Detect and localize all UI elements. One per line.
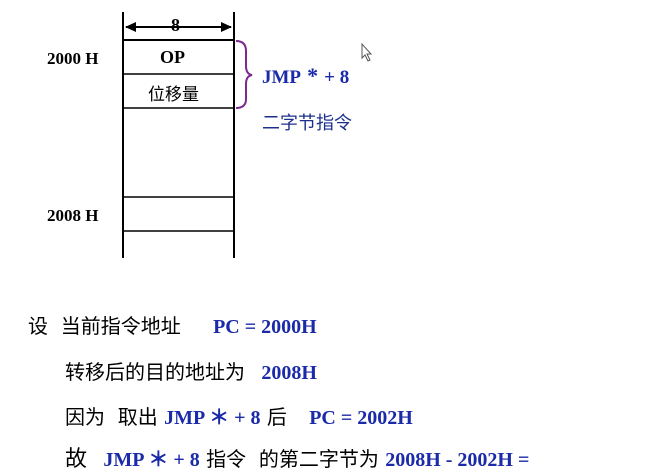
line2-value: 2008H (261, 362, 317, 384)
line3-text-b: 后 (266, 405, 287, 429)
line4-value-a: JMP ＊ + 8 (103, 449, 200, 471)
op-cell: OP (160, 47, 185, 67)
line4-text-a: 故 (65, 447, 88, 472)
line1-value: PC = 2000H (213, 316, 317, 338)
address-2008h: 2008 H (47, 206, 99, 225)
width-arrow-right-head (221, 22, 232, 32)
asterisk-symbol: * (307, 63, 319, 88)
cursor-icon (361, 42, 373, 62)
address-2000h: 2000 H (47, 49, 99, 68)
explanation-line-1: 设 当前指令地址 PC = 2000H (28, 310, 317, 339)
line3-text-a: 因为 取出 (65, 405, 158, 429)
line2-text: 转移后的目的地址为 (65, 360, 245, 384)
width-label: 8 (171, 15, 180, 35)
line1-text: 设 当前指令地址 (28, 314, 181, 338)
instruction-label: JMP * + 8 (262, 63, 349, 89)
width-arrow-left-head (125, 22, 136, 32)
instruction-suffix: + 8 (324, 67, 350, 88)
explanation-line-4: 故 JMP ＊ + 8 指令 的第二字节为 2008H - 2002H = (65, 441, 529, 473)
line4-text-b: 指令 的第二字节为 (206, 447, 379, 471)
displacement-cell: 位移量 (148, 85, 199, 105)
instruction-note: 二字节指令 (262, 113, 352, 134)
explanation-line-3: 因为 取出 JMP ＊ + 8 后 PC = 2002H (65, 401, 413, 430)
line3-value-b: PC = 2002H (309, 407, 413, 429)
explanation-line-2: 转移后的目的地址为 2008H (65, 356, 317, 385)
line4-value-b: 2008H - 2002H = (385, 449, 530, 471)
instruction-prefix: JMP (262, 67, 302, 88)
line3-value-a: JMP ＊ + 8 (164, 407, 261, 429)
instruction-brace (235, 40, 253, 109)
